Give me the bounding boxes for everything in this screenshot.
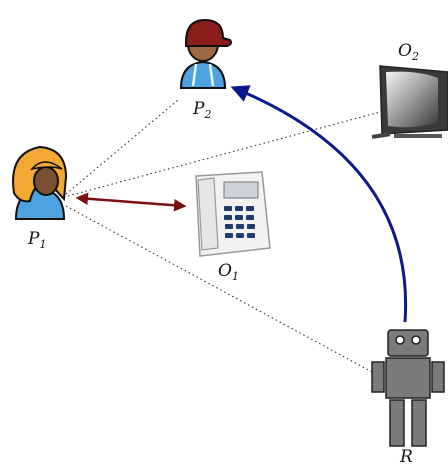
telephone-icon	[195, 171, 271, 257]
television-icon	[371, 65, 448, 139]
arrow-p1-o1	[75, 192, 187, 212]
person-p1-icon	[12, 145, 68, 220]
link-p1-p2	[65, 99, 179, 195]
label-r: R	[399, 447, 413, 464]
label-p1: P1	[27, 229, 46, 251]
arrow-r-p2	[230, 85, 408, 323]
person-p2-icon	[179, 18, 232, 89]
dotted-links	[65, 99, 381, 373]
robot-icon	[371, 329, 445, 447]
label-p2: P2	[192, 99, 211, 121]
label-o2: O2	[398, 41, 419, 63]
label-o1: O1	[218, 261, 239, 283]
